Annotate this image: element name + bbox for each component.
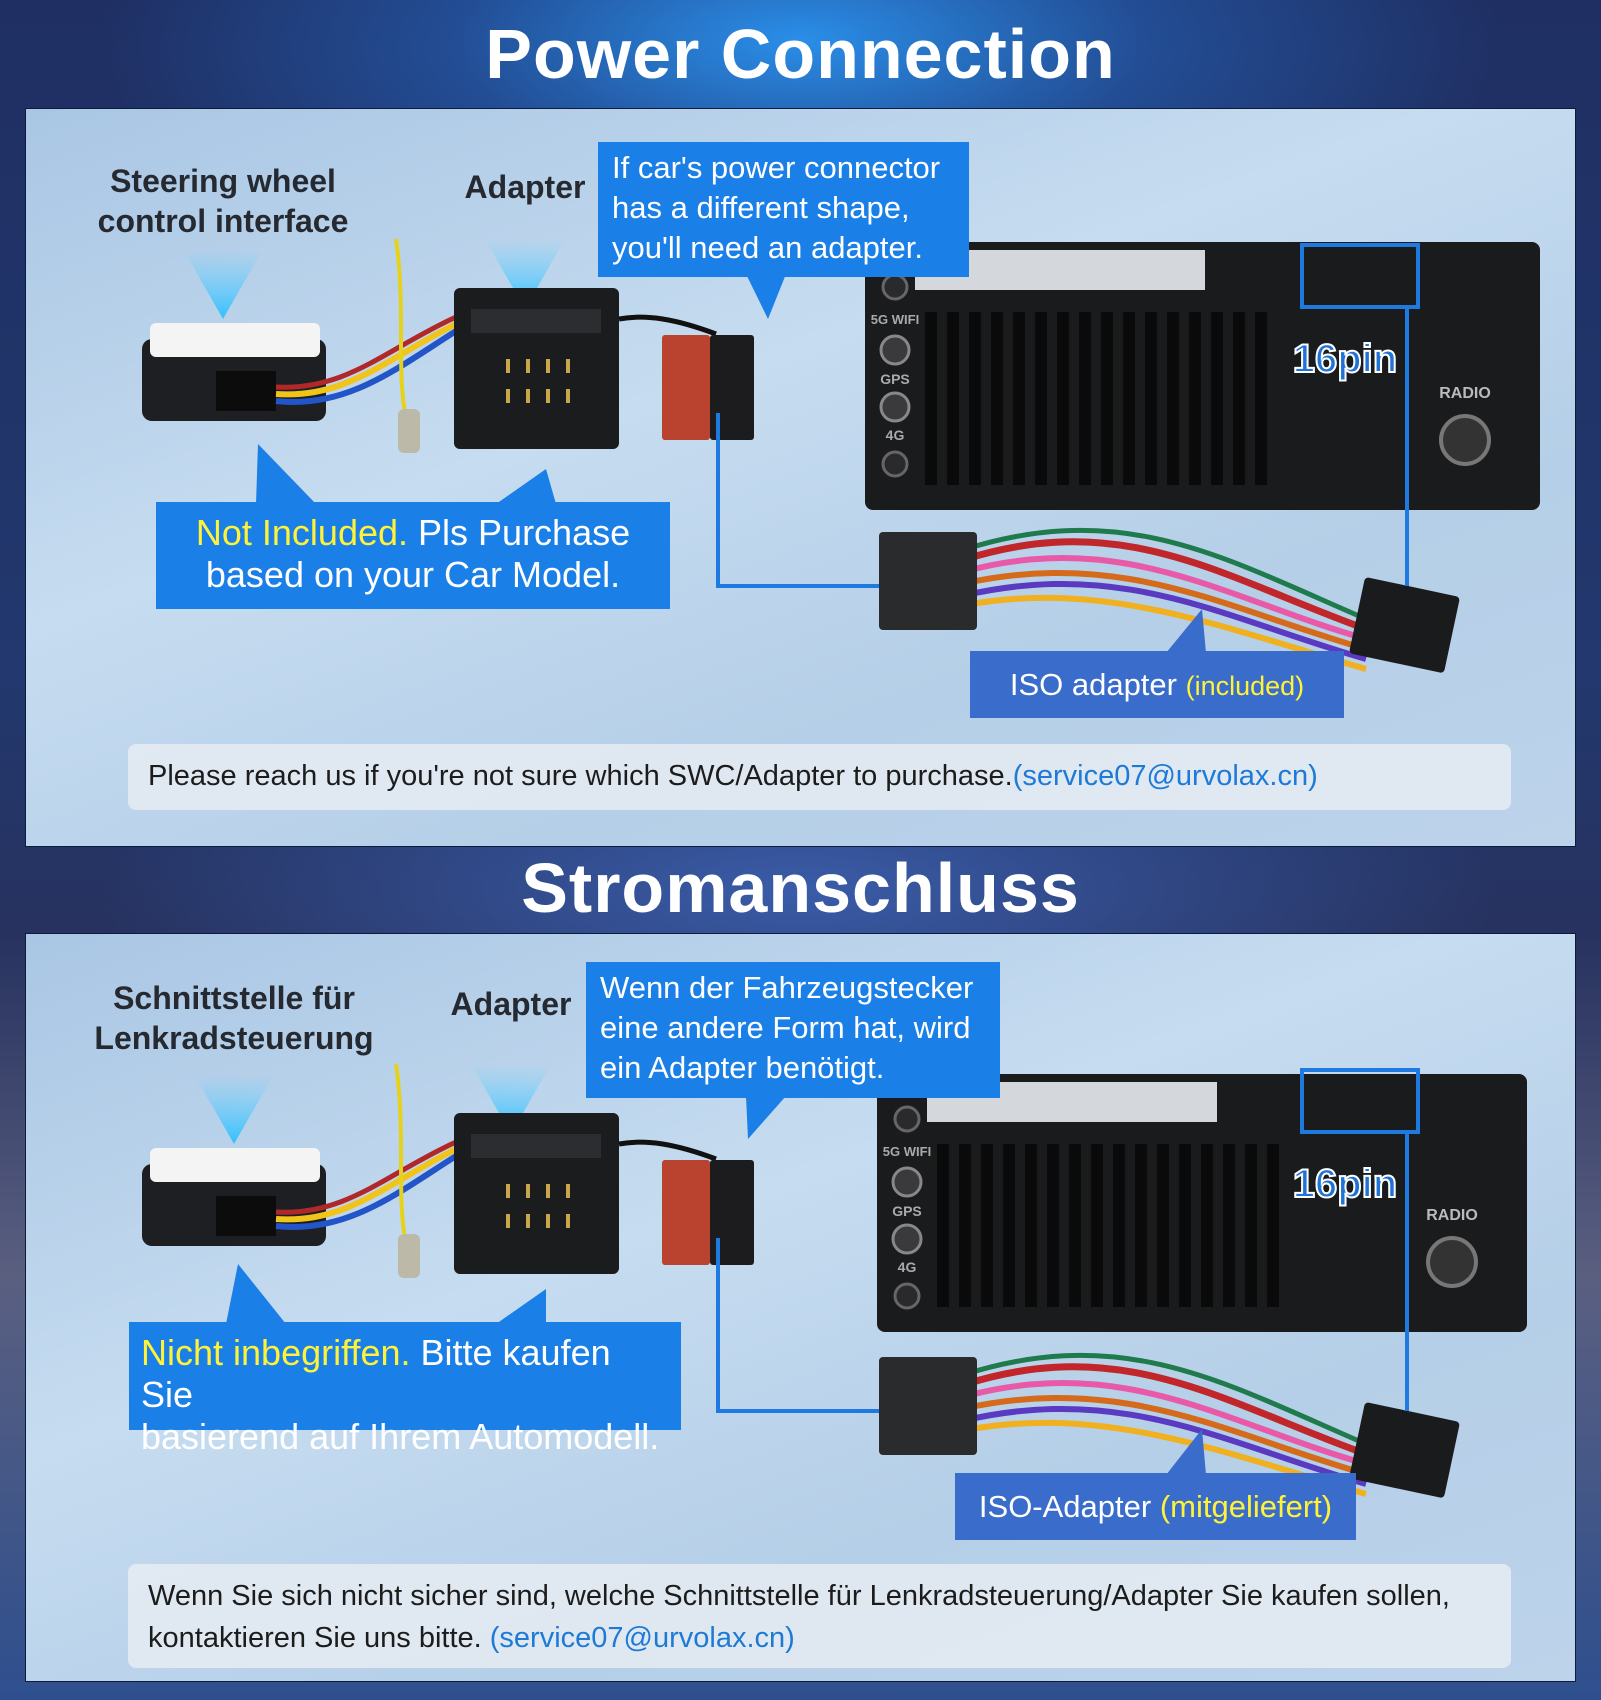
vent-slot — [1003, 1144, 1015, 1307]
arrow-down-icon — [485, 239, 565, 309]
wifi-antenna-port — [891, 1166, 923, 1198]
vent-slot — [1035, 312, 1047, 485]
vent-slot — [1233, 312, 1245, 485]
radio-label: RADIO — [1439, 385, 1491, 402]
iso-adapter-label: ISO adapter (included) — [970, 651, 1344, 718]
16pin-highlight-box — [1300, 243, 1420, 309]
quadlock-adapter — [454, 1113, 754, 1274]
callout-tail — [226, 1264, 286, 1324]
vent-slot — [1167, 312, 1179, 485]
wifi-label: 5G WIFI — [871, 312, 919, 327]
callout-tail — [746, 1096, 786, 1139]
vent-slot — [1245, 1144, 1257, 1307]
vent-slot — [969, 312, 981, 485]
lte-antenna-port — [881, 450, 909, 478]
vent-slot — [1069, 1144, 1081, 1307]
callout-tail — [746, 274, 786, 319]
vent-slot — [981, 1144, 993, 1307]
contact-note: Wenn Sie sich nicht sicher sind, welche … — [128, 1564, 1511, 1668]
lte-antenna-port — [893, 1282, 921, 1310]
arrow-down-icon — [194, 1074, 274, 1144]
iso-harness — [879, 1353, 1460, 1498]
adapter-label: Adapter — [450, 986, 572, 1022]
vent-slot — [959, 1144, 971, 1307]
product-illustration: RADIO 5G WIFI GPS 4G — [142, 238, 1540, 673]
contact-email-link[interactable]: (service07@urvolax.cn) — [1012, 760, 1318, 792]
adapter-label: Adapter — [464, 169, 586, 205]
steering-wheel-interface-box — [142, 238, 458, 453]
connection-line — [716, 413, 879, 588]
product-illustration: RADIO 5G WIFI GPS 4G — [142, 1063, 1527, 1498]
iso-adapter-label: ISO-Adapter (mitgeliefert) — [955, 1473, 1356, 1540]
vent-slot — [1157, 1144, 1169, 1307]
vent-slot — [1091, 1144, 1103, 1307]
contact-email-link[interactable]: (service07@urvolax.cn) — [489, 1622, 795, 1654]
vent-slot — [991, 312, 1003, 485]
vent-slot — [1047, 1144, 1059, 1307]
gps-antenna-port — [879, 391, 911, 423]
16pin-label: 16pin — [1292, 336, 1398, 382]
vent-slot — [1025, 1144, 1037, 1307]
gps-label: GPS — [880, 371, 910, 387]
head-unit-rear: RADIO 5G WIFI GPS 4G — [865, 242, 1540, 510]
vent-slot — [1057, 312, 1069, 485]
gps-antenna-port — [891, 1223, 923, 1255]
vent-slot — [1179, 1144, 1191, 1307]
iso-harness — [879, 528, 1460, 673]
vent-slot — [925, 312, 937, 485]
radio-antenna-port — [1439, 414, 1491, 466]
antenna-port — [881, 273, 909, 301]
vent-slot — [1145, 312, 1157, 485]
vent-slot — [937, 1144, 949, 1307]
wifi-antenna-port — [879, 334, 911, 366]
contact-note: Please reach us if you're not sure which… — [128, 744, 1511, 810]
vent-slot — [1079, 312, 1091, 485]
lte-label: 4G — [898, 1259, 917, 1275]
vent-slot — [1211, 312, 1223, 485]
arrow-down-icon — [183, 249, 263, 319]
wifi-label: 5G WIFI — [883, 1144, 931, 1159]
callout-tail — [1166, 1429, 1206, 1475]
vent-slot — [1013, 312, 1025, 485]
vent-slot — [1113, 1144, 1125, 1307]
16pin-label: 16pin — [1292, 1161, 1398, 1207]
antenna-port — [893, 1105, 921, 1133]
arrow-down-icon — [471, 1064, 551, 1134]
vent-slot — [1101, 312, 1113, 485]
head-unit-rear: RADIO 5G WIFI GPS 4G — [877, 1074, 1527, 1332]
vent-slot — [1201, 1144, 1213, 1307]
vent-slot — [1223, 1144, 1235, 1307]
radio-label: RADIO — [1426, 1207, 1478, 1224]
vent-slot — [1255, 312, 1267, 485]
connection-line — [716, 1238, 879, 1413]
radio-antenna-port — [1426, 1236, 1478, 1288]
gps-label: GPS — [892, 1203, 922, 1219]
vent-slot — [1267, 1144, 1279, 1307]
vent-slot — [1135, 1144, 1147, 1307]
lte-label: 4G — [886, 427, 905, 443]
steering-wheel-interface-box — [142, 1063, 458, 1278]
section-title: Power Connection — [485, 15, 1116, 93]
vent-slot — [1123, 312, 1135, 485]
callout-tail — [496, 469, 556, 504]
callout-tail — [496, 1289, 546, 1324]
section-title: Stromanschluss — [521, 849, 1080, 927]
vent-slot — [947, 312, 959, 485]
quadlock-adapter — [454, 288, 754, 449]
16pin-highlight-box — [1300, 1068, 1420, 1134]
callout-tail — [256, 444, 316, 504]
vent-slot — [1189, 312, 1201, 485]
callout-tail — [1166, 609, 1206, 653]
